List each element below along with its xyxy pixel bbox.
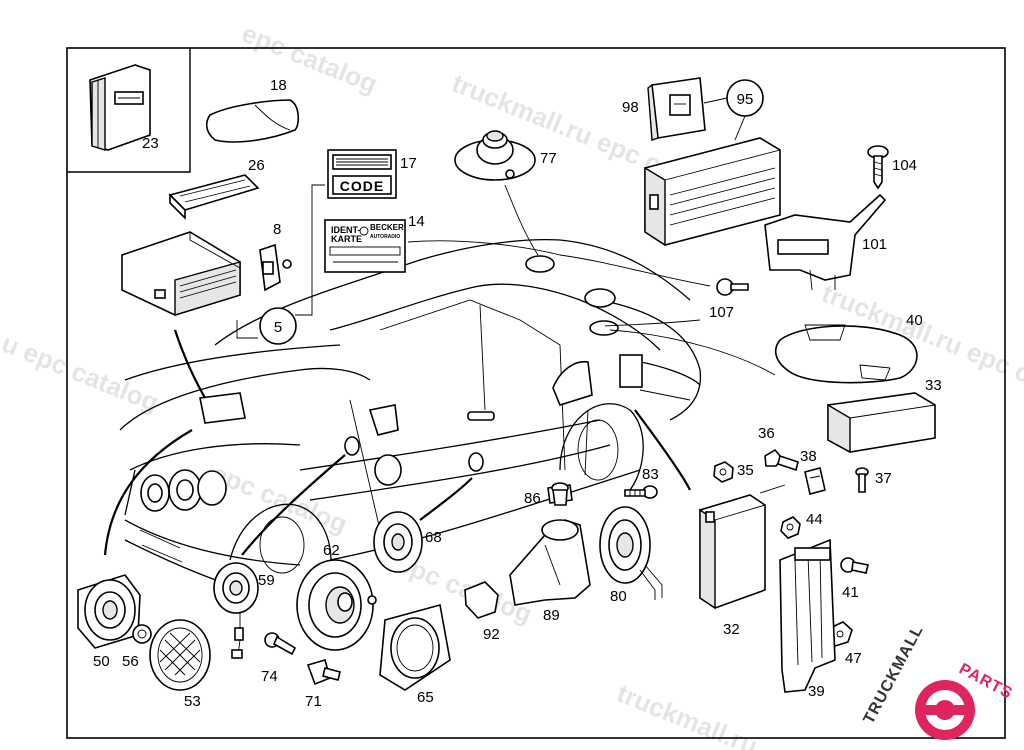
label-17: 17 (400, 155, 417, 172)
part-37-screw (855, 467, 869, 493)
part-40-plate (774, 324, 918, 384)
label-98: 98 (622, 99, 639, 116)
label-89: 89 (543, 607, 560, 624)
label-50: 50 (93, 653, 110, 670)
part-83-screw (624, 485, 658, 499)
callout-5: 5 (274, 319, 282, 336)
part-33-module (827, 392, 936, 454)
part-86-clip (551, 482, 569, 506)
part-14-ident-card: IDENT- KARTE BECKER AUTORADIO (324, 219, 406, 273)
part-53-grille (149, 619, 211, 691)
ident-card-line1: IDENT- (331, 225, 361, 235)
part-107-screw (716, 278, 749, 296)
label-18: 18 (270, 77, 287, 94)
code-card-text: CODE (340, 178, 384, 194)
ident-card-brand-sub: AUTORADIO (370, 234, 400, 240)
label-37: 37 (875, 470, 892, 487)
part-95-cd-changer (644, 137, 781, 247)
label-35: 35 (737, 462, 754, 479)
label-83: 83 (642, 466, 659, 483)
car-mounted-module (199, 392, 246, 424)
label-101: 101 (862, 236, 887, 253)
label-86: 86 (524, 490, 541, 507)
label-44: 44 (806, 511, 823, 528)
part-77-speaker (454, 130, 536, 181)
part-56-washer (132, 624, 152, 644)
part-26-remote (168, 174, 260, 220)
part-98-case (647, 77, 706, 141)
ident-card-brand: BECKER (370, 223, 404, 232)
callout-circle-5 (259, 307, 297, 345)
label-41: 41 (842, 584, 859, 601)
label-68: 68 (425, 529, 442, 546)
part-41-bolt (840, 557, 869, 574)
label-62: 62 (323, 542, 340, 559)
part-35-nut (713, 461, 734, 483)
label-77: 77 (540, 150, 557, 167)
part-number-labels: 8 14 17 18 23 26 32 33 35 36 37 38 39 40… (93, 77, 942, 710)
label-38: 38 (800, 448, 817, 465)
label-104: 104 (892, 157, 917, 174)
part-101-bracket (764, 193, 887, 291)
part-36-bolt (764, 448, 799, 472)
part-50-speaker (77, 574, 141, 649)
diagram-frame (66, 47, 1006, 739)
part-59-tweeter (213, 562, 259, 659)
inset-frame (67, 48, 191, 173)
label-74: 74 (261, 668, 278, 685)
part-89-duct (509, 519, 591, 606)
label-8: 8 (273, 221, 281, 238)
label-59: 59 (258, 572, 275, 589)
label-32: 32 (723, 621, 740, 638)
part-92-block (464, 581, 499, 619)
part-74-screw (264, 632, 297, 656)
part-80-speaker (599, 506, 663, 600)
part-17-code-card: CODE (327, 149, 397, 199)
label-107: 107 (709, 304, 734, 321)
label-36: 36 (758, 425, 775, 442)
label-14: 14 (408, 213, 425, 230)
part-71-connector (306, 659, 341, 686)
label-40: 40 (906, 312, 923, 329)
ident-card-line2: KARTE (331, 234, 362, 244)
leader-lines (103, 184, 786, 556)
watermark-text: u epc catalog (0, 328, 163, 418)
label-80: 80 (610, 588, 627, 605)
watermark-text: truckmall.ru (613, 678, 762, 750)
part-39-bracket (779, 538, 836, 693)
label-23: 23 (142, 135, 159, 152)
label-39: 39 (808, 683, 825, 700)
part-radio-unit (121, 231, 241, 316)
label-47: 47 (845, 650, 862, 667)
label-26: 26 (248, 157, 265, 174)
label-71: 71 (305, 693, 322, 710)
label-33: 33 (925, 377, 942, 394)
label-53: 53 (184, 693, 201, 710)
part-8-bracket (259, 243, 292, 292)
truckmall-logo: TRUCKMALL PARTS (861, 622, 1015, 740)
watermark-text: epc catalog (238, 18, 382, 99)
part-68-speaker (373, 511, 423, 573)
label-56: 56 (122, 653, 139, 670)
part-23-manual (89, 64, 151, 151)
part-32-amplifier (699, 494, 766, 610)
callout-95: 95 (737, 91, 754, 108)
part-104-screw (867, 145, 889, 190)
gear-logo-icon (915, 680, 975, 740)
part-18-cover (205, 99, 300, 143)
label-92: 92 (483, 626, 500, 643)
part-38-clip (804, 467, 826, 495)
part-62-speaker (296, 559, 377, 651)
label-65: 65 (417, 689, 434, 706)
part-44-nut (780, 516, 801, 539)
watermark-text: epc catalog (208, 458, 352, 539)
part-65-ring (379, 603, 451, 691)
